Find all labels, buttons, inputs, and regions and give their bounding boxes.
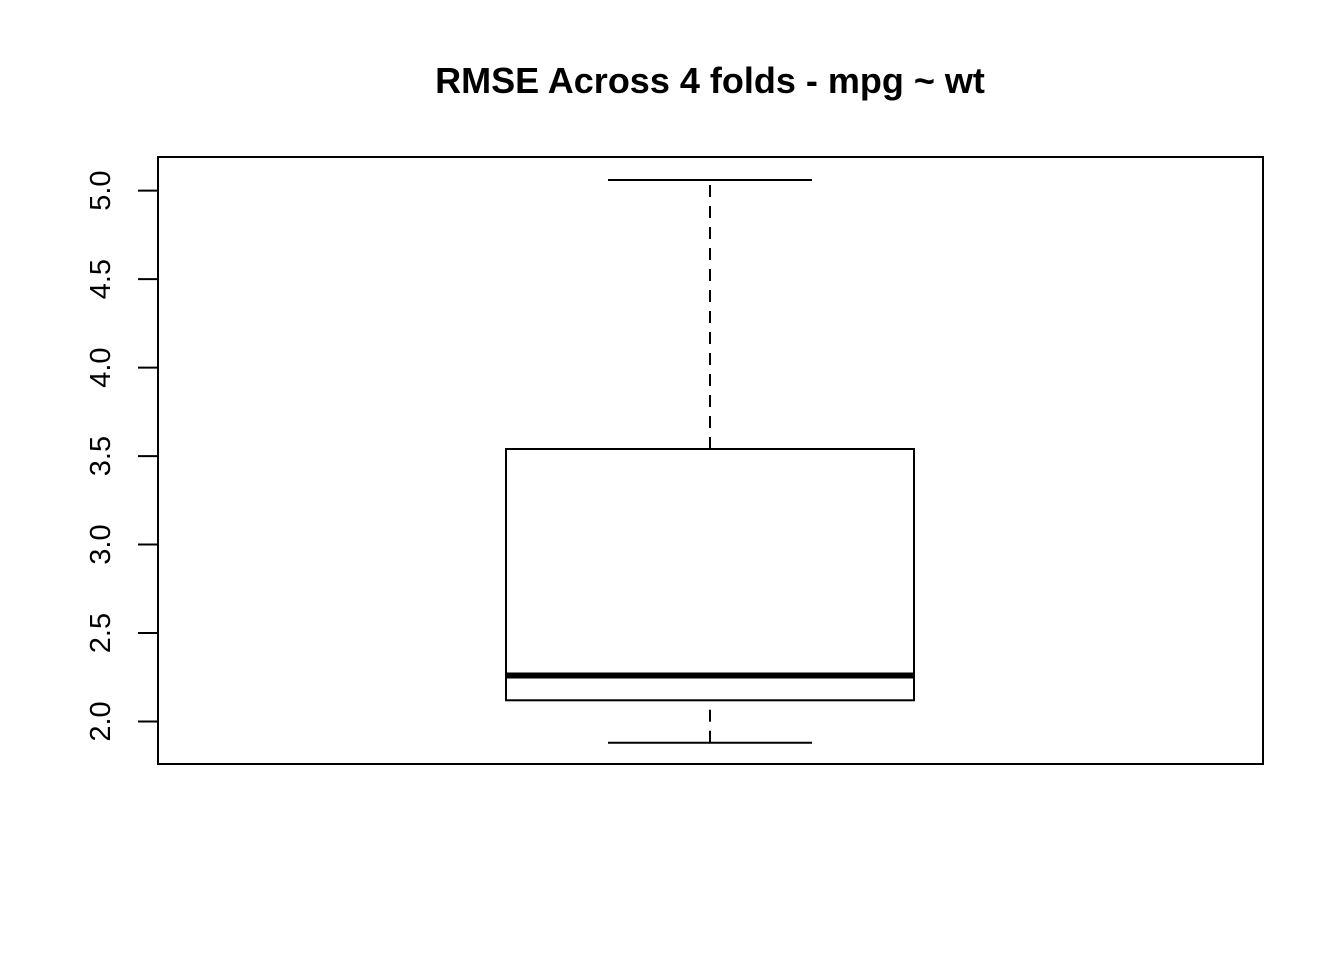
box-plot <box>505 179 915 744</box>
y-tick-label: 5.0 <box>85 170 117 210</box>
y-tick-label: 2.5 <box>85 613 117 653</box>
y-tick-label: 2.0 <box>85 701 117 741</box>
y-tick-label: 3.0 <box>85 524 117 564</box>
plot-frame <box>157 156 1264 765</box>
y-tick-label: 3.5 <box>85 436 117 476</box>
chart-title: RMSE Across 4 folds - mpg ~ wt <box>435 60 985 101</box>
y-tick-label: 4.5 <box>85 259 117 299</box>
y-tick-label: 4.0 <box>85 347 117 387</box>
iqr-box <box>505 447 915 702</box>
y-axis: 2.0 2.5 3.0 3.5 4.0 4.5 5.0 <box>85 170 158 742</box>
